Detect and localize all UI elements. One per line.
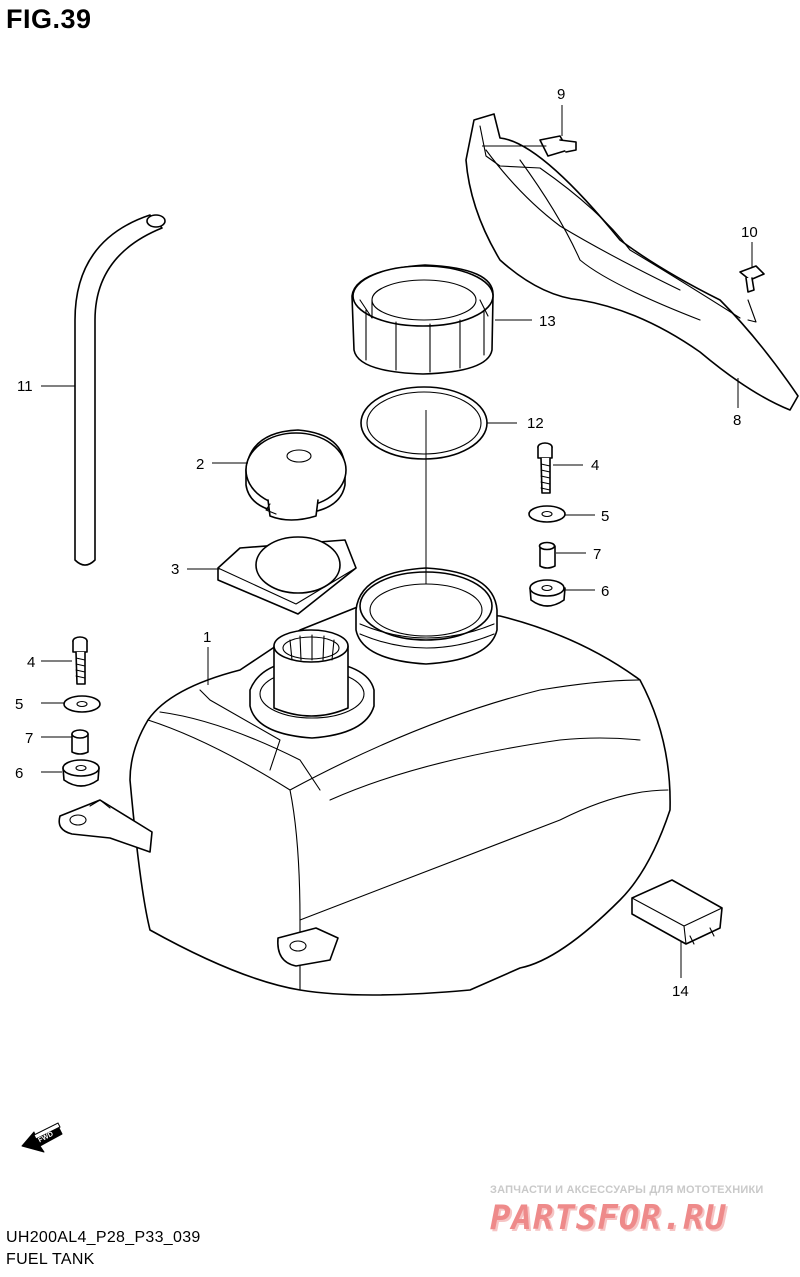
part-10-screw[interactable] <box>739 265 765 293</box>
callout-4-right: 4 <box>591 457 599 474</box>
part-2-fuel-cap[interactable] <box>245 429 347 521</box>
callout-3: 3 <box>171 561 179 578</box>
callout-7-right: 7 <box>593 546 601 563</box>
callout-4-left: 4 <box>27 654 35 671</box>
part-13-ring-nut[interactable] <box>351 264 494 375</box>
part-8-tank-cover[interactable] <box>465 113 799 411</box>
callout-8: 8 <box>733 412 741 429</box>
part-4-bolt-left[interactable] <box>72 636 88 685</box>
callout-1: 1 <box>203 629 211 646</box>
part-7-collar-right[interactable] <box>538 541 556 569</box>
callout-13: 13 <box>539 313 556 330</box>
part-4-bolt-right[interactable] <box>537 442 553 494</box>
diagram-code: UH200AL4_P28_P33_039 <box>6 1229 201 1246</box>
figure-title: FIG.39 <box>6 4 92 34</box>
part-9-clip[interactable] <box>539 135 577 157</box>
part-11-hose[interactable] <box>74 214 166 566</box>
callout-5-left: 5 <box>15 696 23 713</box>
part-5-washer-right[interactable] <box>528 505 566 523</box>
part-7-collar-left[interactable] <box>71 729 89 755</box>
part-1-fuel-tank[interactable] <box>58 567 671 996</box>
part-12-o-ring[interactable] <box>360 386 488 460</box>
watermark-tagline: ЗАПЧАСТИ И АКСЕССУАРЫ ДЛЯ МОТОТЕХНИКИ <box>490 1184 764 1196</box>
callout-9: 9 <box>557 86 565 103</box>
callout-7-left: 7 <box>25 730 33 747</box>
callout-5-right: 5 <box>601 508 609 525</box>
part-3-bracket[interactable] <box>217 536 357 615</box>
callout-12: 12 <box>527 415 544 432</box>
callout-10: 10 <box>741 224 758 241</box>
callout-labels: 1 2 3 4 5 7 6 4 5 7 6 8 9 10 11 12 13 14 <box>15 86 758 1000</box>
part-5-washer-left[interactable] <box>63 695 101 713</box>
callout-14: 14 <box>672 983 689 1000</box>
callout-2: 2 <box>196 456 204 473</box>
leader-lines <box>41 105 753 978</box>
forward-direction-arrow: FWD <box>21 1122 63 1153</box>
part-6-grommet-right[interactable] <box>529 579 566 607</box>
watermark-brand: PARTSFOR.RU <box>490 1198 727 1238</box>
callout-6-right: 6 <box>601 583 609 600</box>
callout-6-left: 6 <box>15 765 23 782</box>
diagram-name: FUEL TANK <box>6 1251 95 1268</box>
part-14-pad[interactable] <box>631 879 723 945</box>
callout-11: 11 <box>17 378 33 395</box>
part-6-grommet-left[interactable] <box>62 759 100 787</box>
